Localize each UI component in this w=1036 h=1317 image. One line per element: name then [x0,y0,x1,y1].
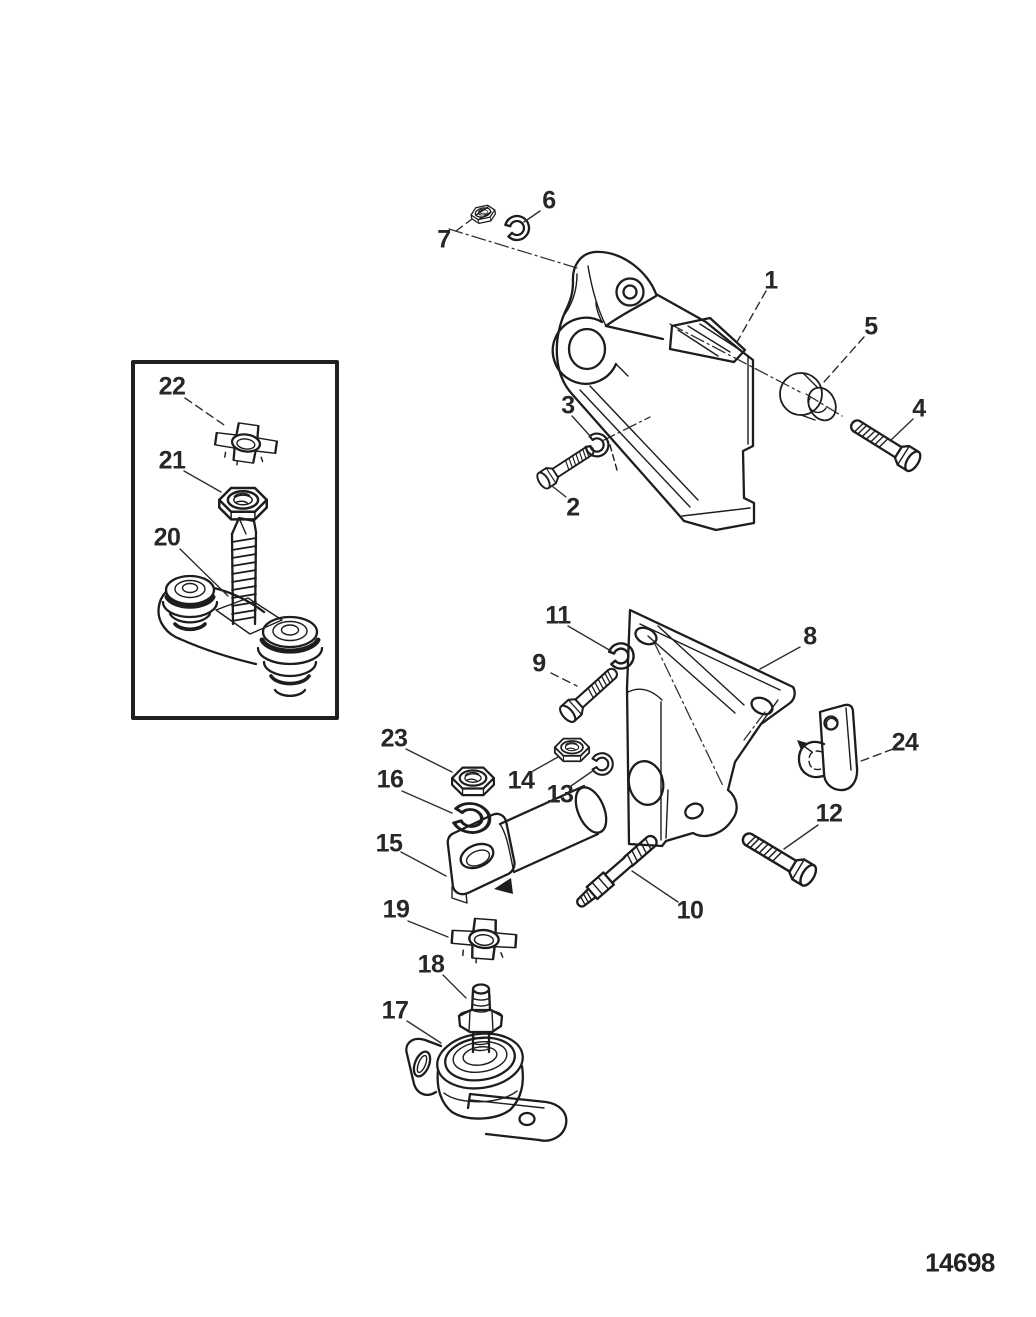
callout-24: 24 [891,728,919,757]
callout-4: 4 [912,394,926,423]
callout-9: 9 [532,649,546,678]
part-7-locknut [469,203,498,226]
part-13-lock-washer [591,752,614,776]
callout-5: 5 [864,312,878,341]
part-2-bolt [533,440,599,492]
callout-23: 23 [380,724,408,753]
part-22-star-washer [211,418,280,472]
part-24-clamp-clip [797,703,859,792]
callout-14: 14 [507,766,535,795]
part-19-star-washer [449,915,519,967]
part-5-spacer-bushing [779,372,837,422]
callout-12: 12 [815,799,843,828]
callout-13: 13 [546,780,574,809]
part-10-stud [576,834,658,908]
inset-box [131,360,339,720]
callout-2: 2 [566,493,580,522]
part-12-bolt [736,825,821,890]
drawing-number: 14698 [925,1247,995,1278]
part-15-spacer-link [446,784,608,904]
callout-leader-lines [179,210,914,1044]
part-21-nut [217,486,269,521]
callout-6: 6 [542,186,556,215]
part-1-engine-mount-bracket [551,250,756,532]
assembly-axis-lines [448,228,843,789]
callout-22: 22 [158,372,186,401]
callout-20: 20 [153,523,181,552]
part-8-transmission-bracket [625,608,796,848]
callout-11: 11 [545,601,571,630]
part-6-lock-washer [502,212,533,244]
callout-1: 1 [764,266,778,295]
part-23-nut [451,766,495,797]
part-9-bolt [556,662,624,726]
callout-15: 15 [375,829,403,858]
callout-19: 19 [382,895,410,924]
part-11-lock-washer [606,640,637,672]
callout-8: 8 [803,622,817,651]
callout-17: 17 [381,996,409,1025]
callout-10: 10 [676,896,704,925]
part-17-rubber-mount [405,1032,568,1142]
part-14-nut [553,737,591,763]
callout-7: 7 [437,225,451,254]
callout-21: 21 [158,446,186,475]
callout-18: 18 [417,950,445,979]
callout-16: 16 [376,765,404,794]
part-20-link-arm [157,516,324,698]
callout-3: 3 [561,391,575,420]
